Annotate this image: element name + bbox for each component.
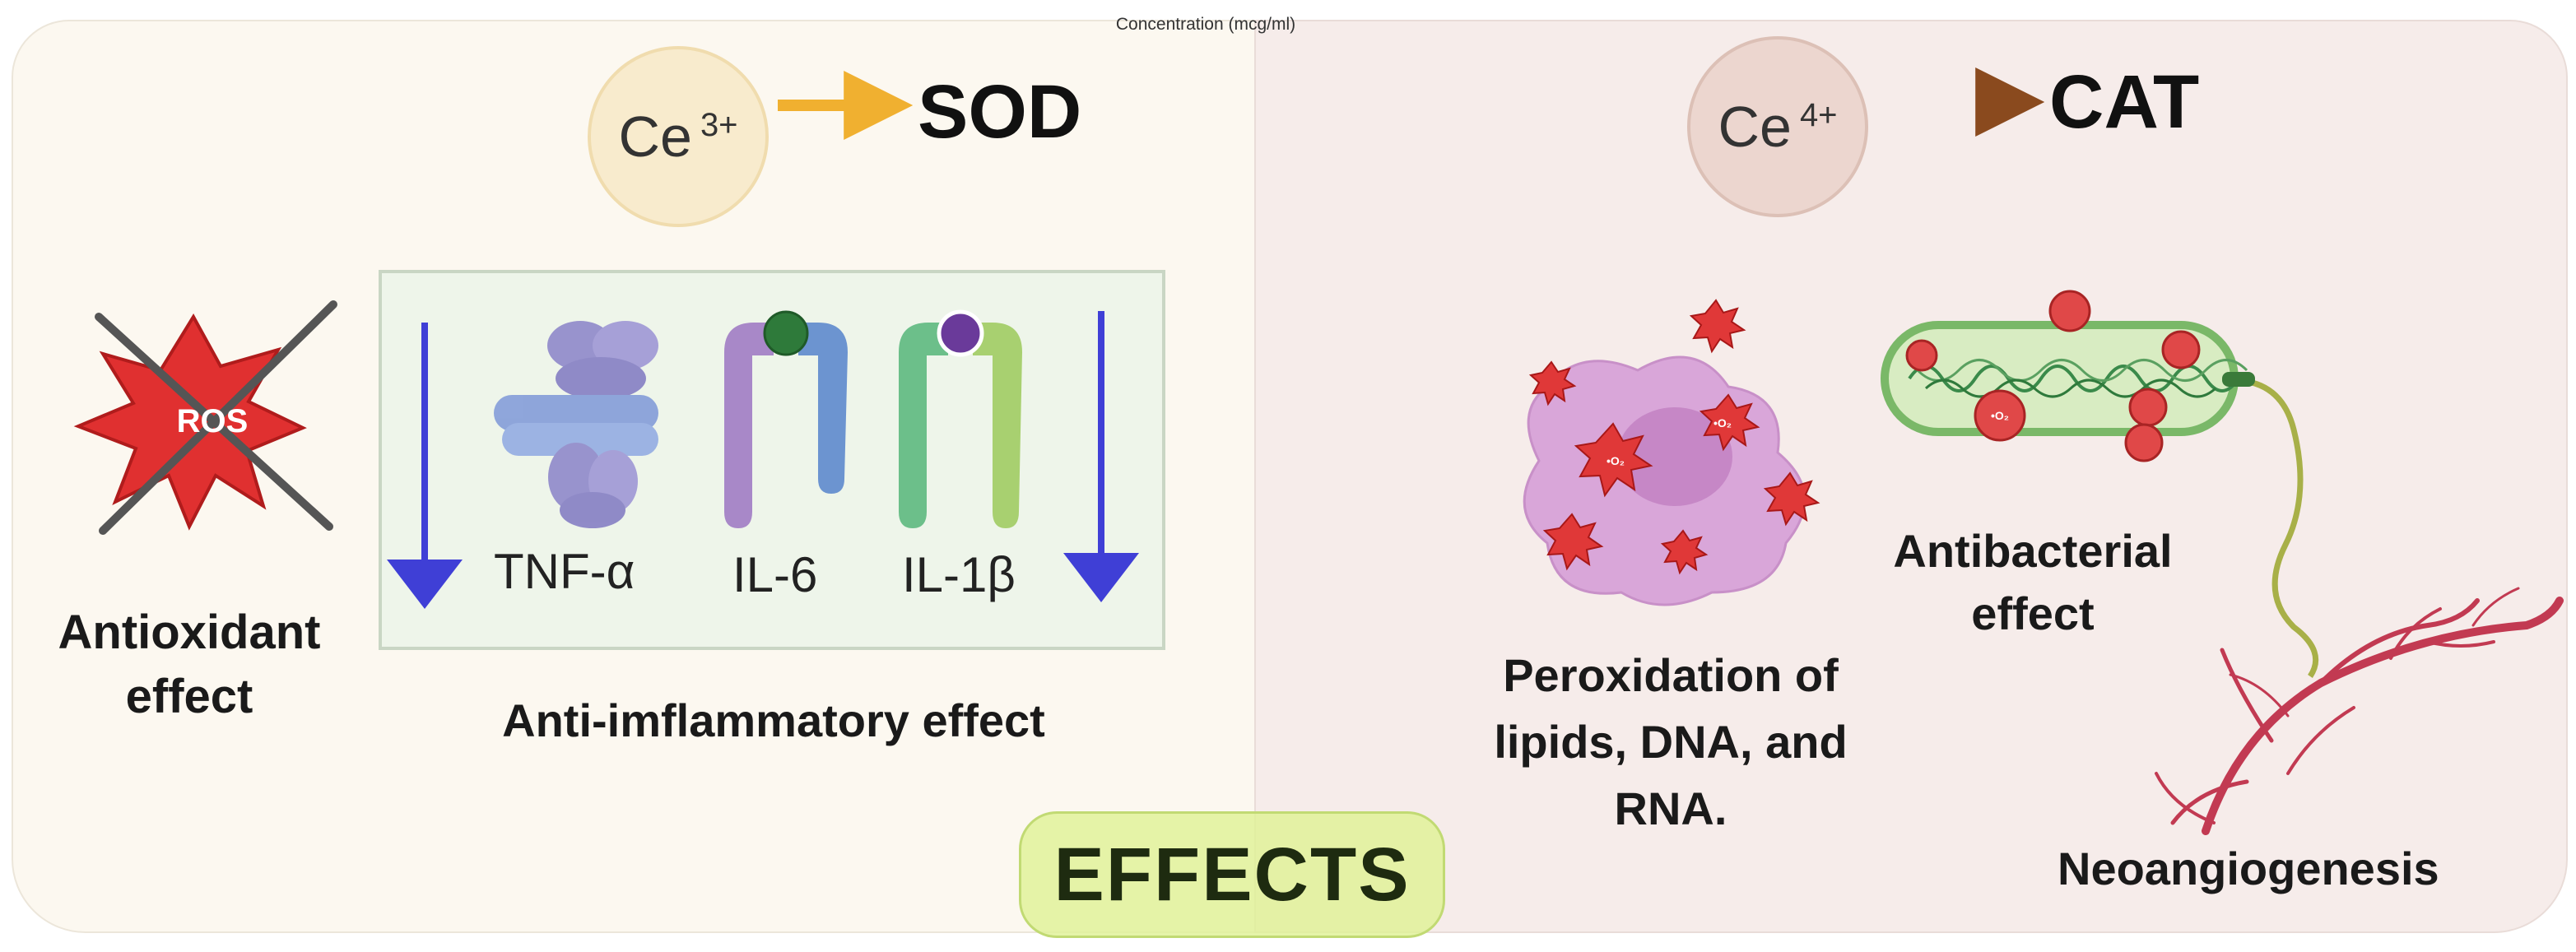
il6-label: IL-6 — [732, 547, 818, 602]
radical-label-bacteria: •O₂ — [1991, 409, 2009, 422]
cat-label: CAT — [2049, 60, 2200, 144]
antibacterial-line-1: Antibacterial — [1893, 525, 2173, 577]
radical-labels: •O₂ •O₂ — [1607, 416, 1732, 467]
antibacterial-line-2: effect — [1971, 587, 2095, 639]
down-arrow-right-icon — [1063, 311, 1139, 602]
radical-burst-icons — [1528, 299, 1820, 575]
peroxidation-line-2: lipids, DNA, and — [1494, 716, 1848, 769]
radical-label-cell-2: •O₂ — [1713, 416, 1732, 430]
ros-burst-icon: ROS — [73, 300, 337, 535]
effects-badge: EFFECTS — [1019, 811, 1445, 938]
ce4-charge: 4+ — [1799, 96, 1838, 133]
il1b-receptor-icon — [899, 309, 1022, 528]
peroxidation-line-1: Peroxidation of — [1503, 649, 1839, 701]
peroxidation-label: Peroxidation of lipids, DNA, and RNA. — [1416, 642, 1926, 843]
ce3-symbol: Ce — [618, 104, 692, 169]
tnf-alpha-protein-icon — [494, 321, 658, 528]
il6-receptor-icon — [724, 310, 848, 528]
bacteria-radical-icons — [1905, 290, 2201, 462]
tnf-alpha-label: TNF-α — [494, 544, 635, 599]
down-arrow-left-icon — [387, 323, 463, 609]
peroxidation-line-3: RNA. — [1614, 782, 1727, 835]
antioxidant-line-1: Antioxidant — [58, 606, 321, 659]
radical-label-cell: •O₂ — [1607, 454, 1625, 467]
right-panel — [1254, 20, 2568, 933]
antibacterial-effect-label: Antibacterial effect — [1844, 520, 2222, 644]
antioxidant-line-2: effect — [125, 670, 253, 724]
neoangiogenesis-label: Neoangiogenesis — [2058, 843, 2439, 894]
ce3-charge: 3+ — [700, 106, 738, 143]
ros-text: ROS — [177, 403, 249, 439]
anti-inflammatory-effect-label: Anti-imflammatory effect — [502, 694, 1045, 746]
il1b-label: IL-1β — [902, 547, 1016, 602]
sod-label: SOD — [918, 70, 1082, 154]
concentration-note: Concentration (mcg/ml) — [1115, 15, 1296, 34]
bacteria-radical-labels: •O₂ — [1991, 409, 2009, 422]
blood-vessels-icon — [2155, 587, 2564, 835]
antioxidant-effect-label: Antioxidant effect — [16, 601, 362, 730]
ce4-symbol: Ce — [1718, 95, 1792, 159]
